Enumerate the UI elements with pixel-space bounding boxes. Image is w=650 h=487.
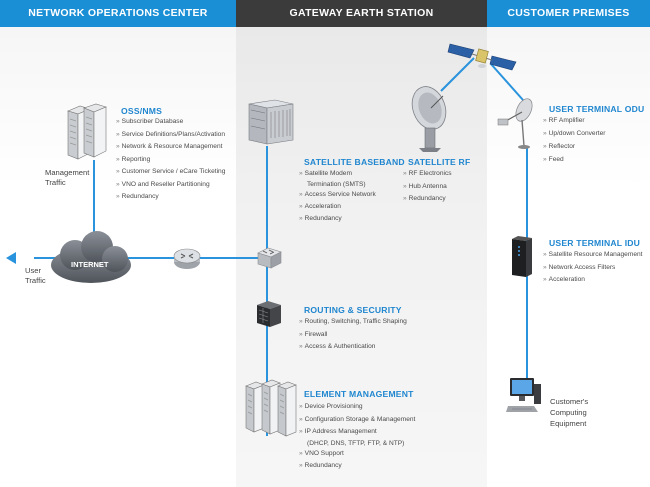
satellite-baseband-title: SATELLITE BASEBAND [304, 157, 405, 167]
list-item: »Satellite Resource Management [543, 251, 643, 258]
firewall-icon [257, 301, 281, 327]
list-item: »Routing, Switching, Traffic Shaping [299, 318, 407, 325]
list-item: »Access Service Network [299, 191, 376, 198]
list-item: »Access & Authentication [299, 343, 376, 350]
user-terminal-odu-title: USER TERMINAL ODU [549, 104, 645, 114]
list-item: »Redundancy [403, 195, 446, 202]
list-item: »Configuration Storage & Management [299, 415, 416, 423]
list-item: »Customer Service / eCare Ticketing [116, 168, 226, 175]
list-item: »Redundancy [299, 215, 342, 222]
list-item: »Feed [543, 156, 564, 163]
internet-cloud-icon [51, 231, 131, 283]
oss-server-rack-icon [67, 103, 107, 160]
oss-link-line [93, 160, 95, 258]
internet-label: INTERNET [71, 260, 109, 269]
element-management-title: ELEMENT MANAGEMENT [304, 389, 414, 399]
user-terminal-idu-icon [512, 236, 532, 277]
gateway-backbone-line [266, 146, 268, 436]
element-management-list: »Device Provisioning »Configuration Stor… [299, 401, 415, 473]
list-item: »VNO and Reseller Partitioning [116, 180, 210, 188]
list-item: »Device Provisioning [299, 403, 363, 410]
main-horizontal-link [34, 257, 276, 259]
satellite-icon [447, 43, 517, 71]
user-terminal-idu-list: »Satellite Resource Management »Network … [543, 249, 643, 287]
router-icon [173, 248, 201, 269]
routing-security-title: ROUTING & SECURITY [304, 305, 402, 315]
oss-nms-list: »Subscriber Database »Service Definition… [116, 116, 225, 204]
list-item: »Redundancy [116, 193, 159, 200]
list-item: »VNO Support [299, 449, 344, 457]
header-gateway: GATEWAY EARTH STATION [236, 0, 487, 27]
element-management-servers-icon [245, 379, 297, 437]
satellite-rf-title: SATELLITE RF [408, 157, 471, 167]
header-customer-premises: CUSTOMER PREMISES [487, 0, 650, 27]
list-item: »Acceleration [543, 276, 585, 283]
satellite-rf-list: »RF Electronics »Hub Antenna »Redundancy [403, 168, 452, 206]
routing-security-list: »Routing, Switching, Traffic Shaping »Fi… [299, 316, 407, 354]
list-item: »Network Access Filters [543, 263, 616, 271]
user-terminal-odu-icon [497, 98, 533, 149]
user-terminal-idu-title: USER TERMINAL IDU [549, 238, 641, 248]
list-item: »Redundancy [299, 462, 342, 469]
list-item: »Firewall [299, 330, 328, 338]
header-noc: NETWORK OPERATIONS CENTER [0, 0, 236, 27]
list-item: »Up/down Converter [543, 130, 606, 137]
list-item: »RF Amplifier [543, 117, 585, 124]
customer-computer-icon [506, 378, 541, 412]
hub-antenna-icon [411, 86, 447, 152]
list-item: »Hub Antenna [403, 182, 447, 190]
switch-icon [257, 247, 282, 269]
baseband-chassis-icon [248, 99, 294, 145]
list-item: »Acceleration [299, 203, 341, 210]
list-item: »Network & Resource Management [116, 143, 223, 150]
user-terminal-odu-list: »RF Amplifier »Up/down Converter »Reflec… [543, 114, 605, 166]
oss-nms-title: OSS/NMS [121, 106, 163, 116]
list-item: »Reporting [116, 155, 151, 163]
user-traffic-arrow-icon [6, 252, 16, 264]
list-item: »IP Address Management(DHCP, DNS, TFTP, … [299, 428, 405, 447]
list-item: »Reflector [543, 143, 576, 150]
customer-equipment-label: Customer's Computing Equipment [550, 397, 589, 428]
list-item: »Service Definitions/Plans/Activation [116, 130, 226, 138]
list-item: »Subscriber Database [116, 118, 184, 125]
list-item: »RF Electronics [403, 170, 452, 177]
